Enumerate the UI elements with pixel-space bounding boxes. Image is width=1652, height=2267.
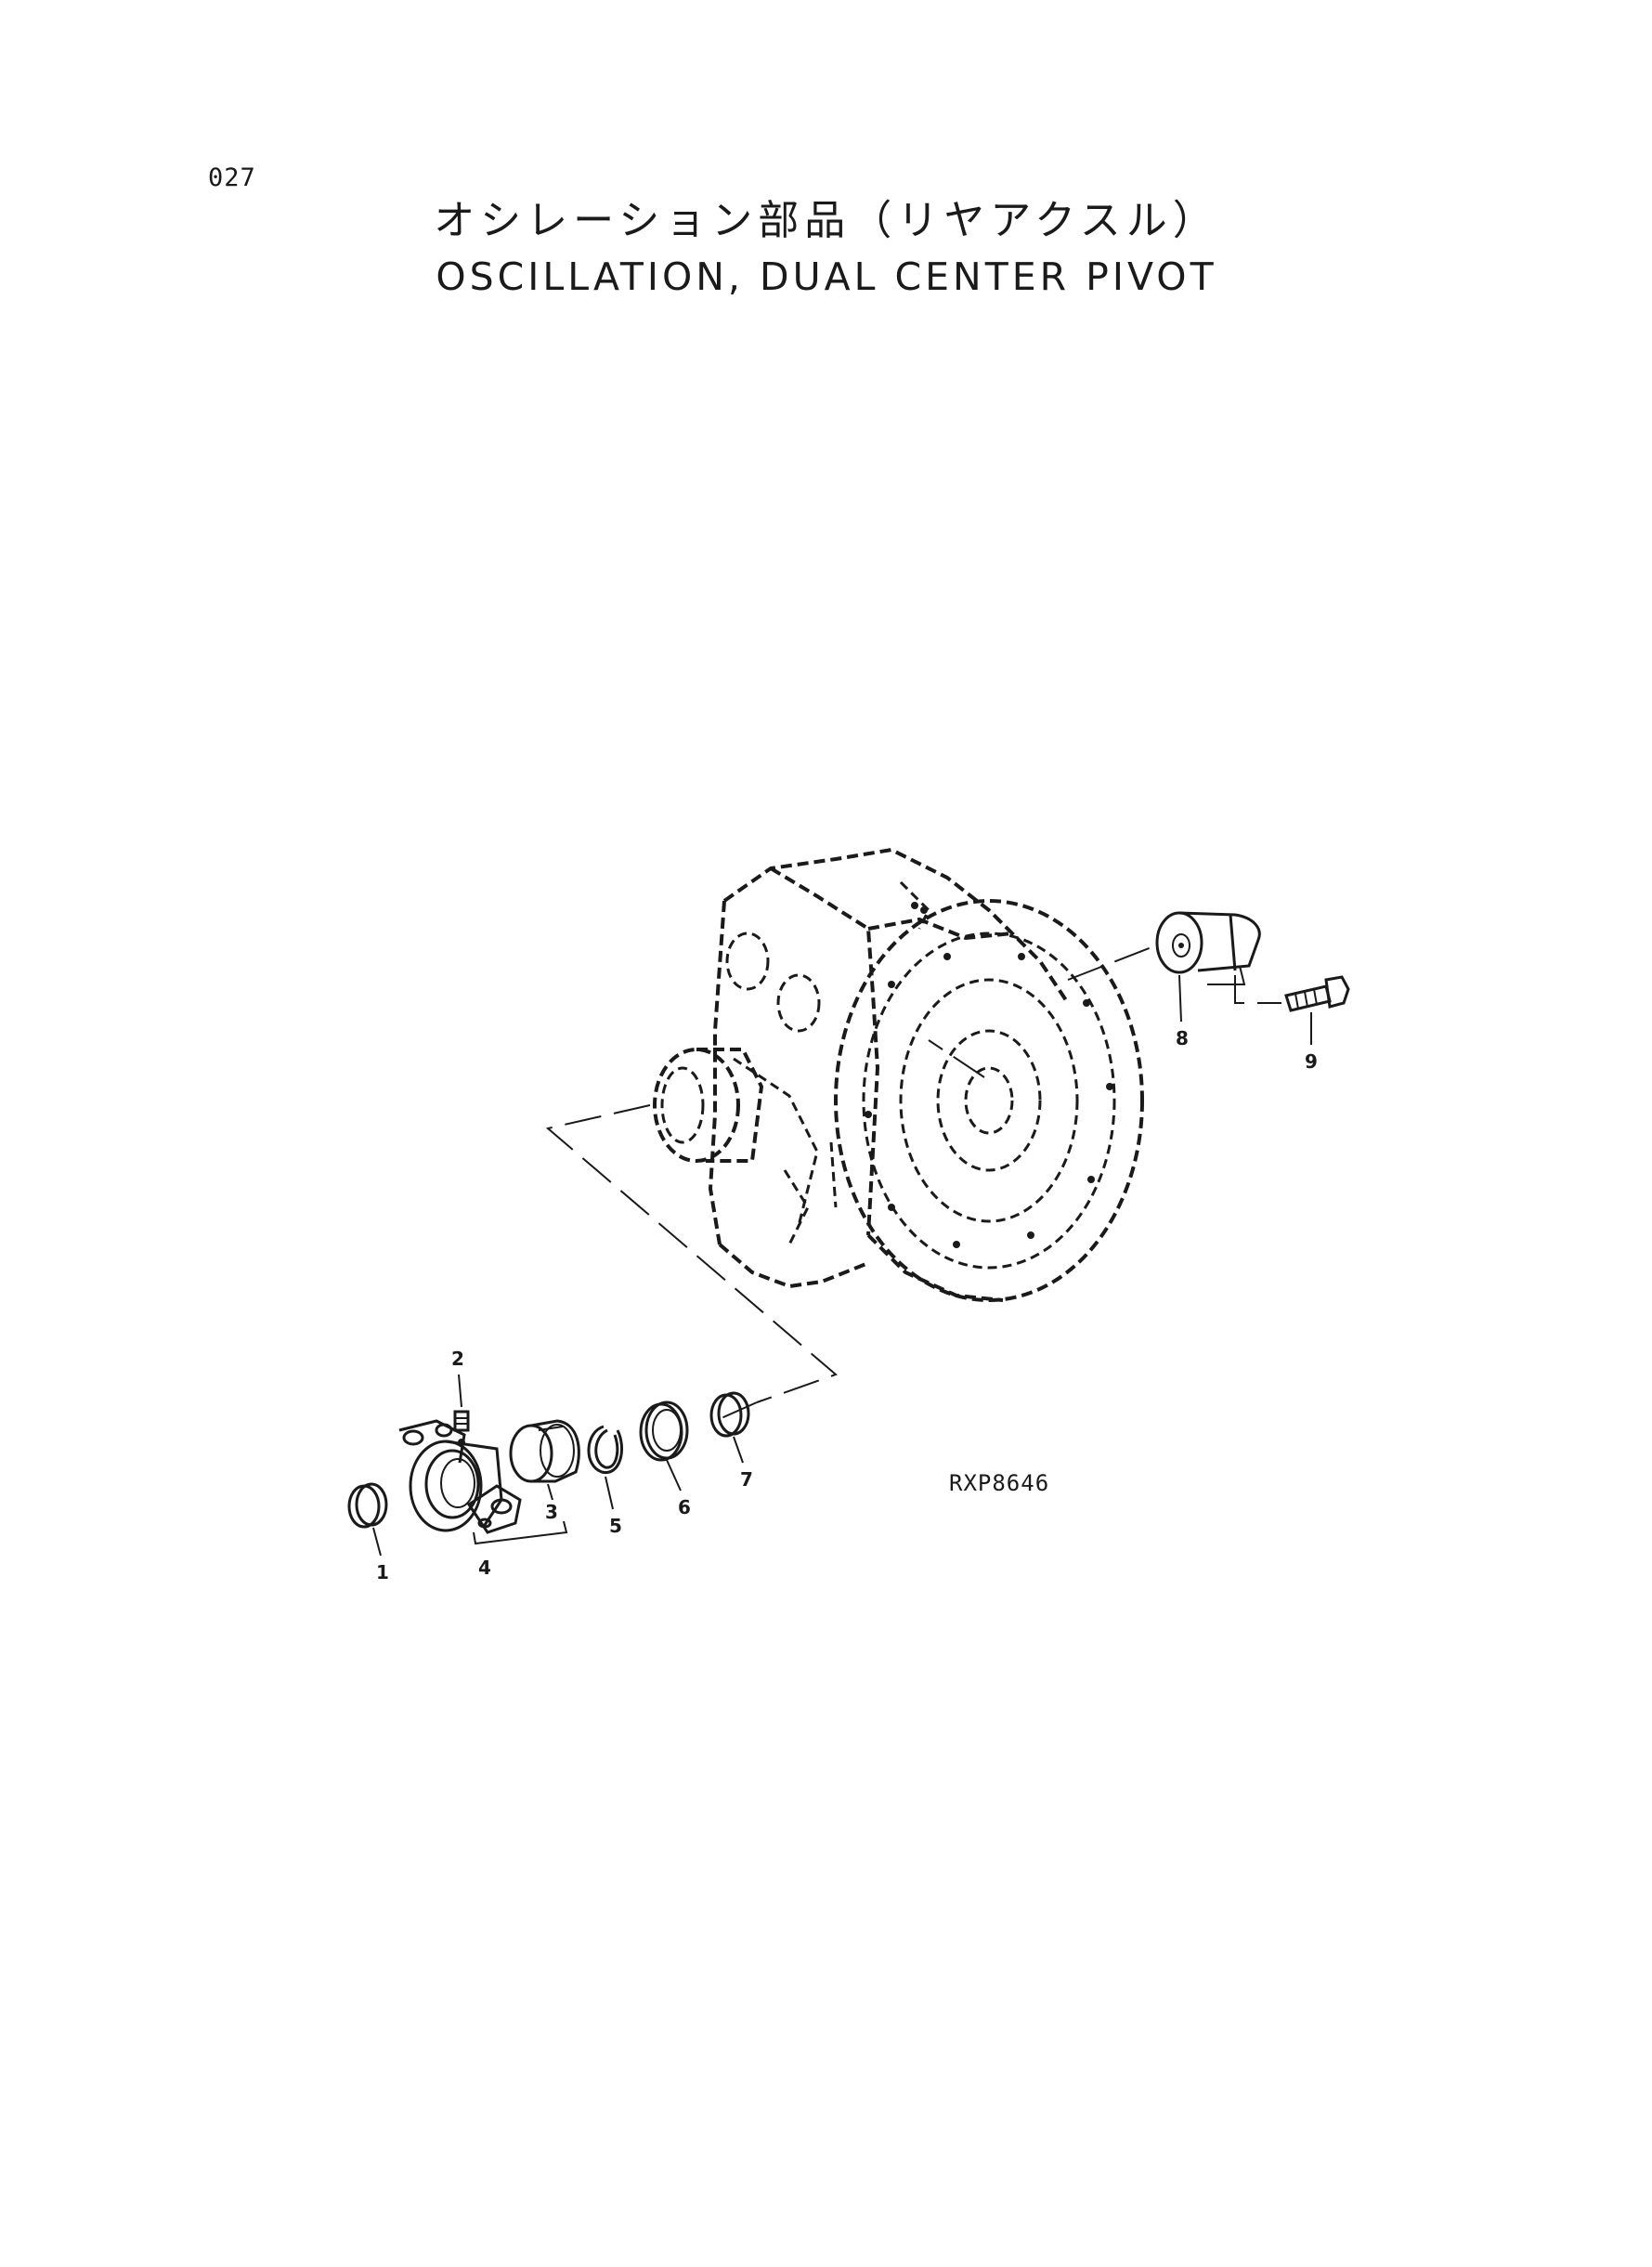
leader-1	[372, 1527, 382, 1557]
callout-5: 5	[609, 1515, 622, 1537]
leader-8	[1178, 974, 1182, 1023]
part-1-bushing	[347, 1482, 388, 1529]
part-5-snap-ring	[587, 1425, 623, 1474]
leader-5	[605, 1476, 614, 1510]
center-line-parts	[714, 1401, 758, 1422]
callout-3: 3	[545, 1501, 558, 1523]
callout-4: 4	[478, 1557, 491, 1579]
center-line-bolt	[1234, 975, 1281, 1004]
callout-9: 9	[1305, 1050, 1318, 1073]
part-7-ring	[709, 1391, 750, 1438]
callout-8: 8	[1176, 1027, 1189, 1049]
page-number: 027	[208, 163, 256, 192]
part-4-bracket	[398, 1419, 522, 1534]
leader-6	[666, 1459, 682, 1492]
reference-code: RXP8646	[949, 1470, 1049, 1496]
title-block: オシレーション部品（リヤアクスル） OSCILLATION, DUAL CENT…	[390, 195, 1263, 303]
center-line-to-pin	[1067, 946, 1152, 981]
axle-housing-phantom	[653, 847, 1144, 1302]
part-2-grease-fitting	[453, 1410, 470, 1432]
callout-1: 1	[376, 1561, 389, 1583]
part-9-bolt	[1284, 975, 1350, 1012]
leader-2	[458, 1374, 462, 1408]
callout-2: 2	[451, 1348, 464, 1370]
leader-7	[733, 1436, 744, 1464]
center-line-rear	[928, 1039, 985, 1078]
title-english: OSCILLATION, DUAL CENTER PIVOT	[436, 254, 1217, 299]
title-japanese: オシレーション部品（リヤアクスル）	[434, 197, 1219, 244]
center-line-front	[545, 1104, 838, 1403]
leader-3	[547, 1483, 553, 1501]
callout-6: 6	[678, 1496, 691, 1518]
callout-7: 7	[740, 1468, 753, 1491]
part-6-seal	[639, 1401, 689, 1462]
leader-4-bracket	[473, 1520, 568, 1545]
part-3-bushing	[509, 1419, 580, 1483]
part-8-pivot-pin	[1155, 911, 1261, 985]
